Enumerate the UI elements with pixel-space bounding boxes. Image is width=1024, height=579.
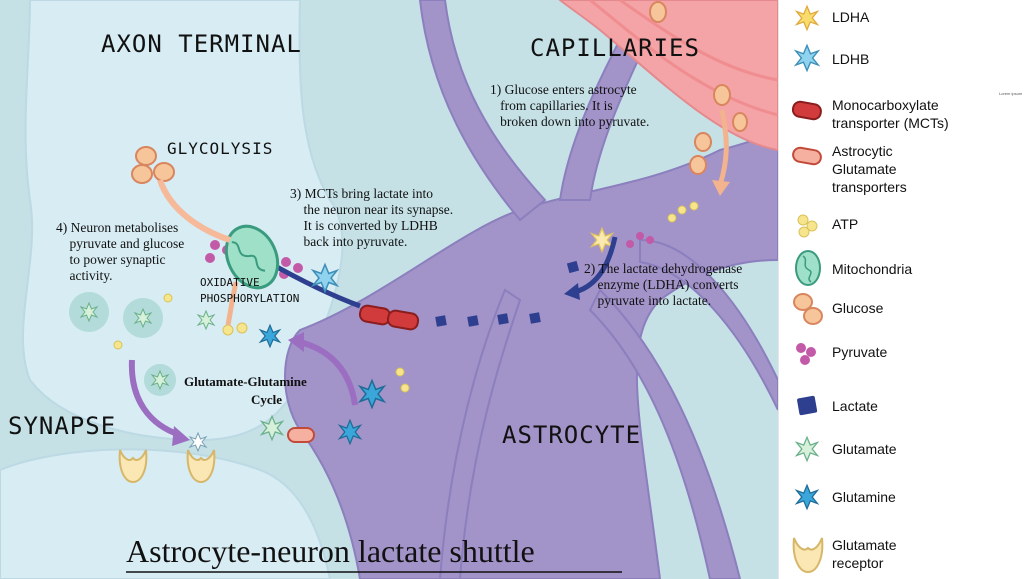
neuron-glucose — [131, 146, 175, 184]
pyruvate-icon — [796, 343, 816, 365]
atp-dots — [113, 201, 699, 393]
step-3-note: 3) MCTs bring lactate into the neuron ne… — [290, 186, 454, 249]
pyruvate-dots — [205, 232, 654, 279]
lactate-icon — [797, 395, 818, 416]
legend-label-ldhb: LDHB — [832, 51, 870, 67]
cycle-arrowhead — [288, 332, 304, 352]
glutamate-receptors — [118, 449, 216, 484]
glucose-entry-arrow — [717, 109, 729, 186]
mct-icon — [791, 100, 822, 121]
oxidative-label-line2: PHOSPHORYLATION — [200, 292, 300, 305]
legend-label-glutamate: Glutamate — [832, 441, 897, 457]
mct-transporters — [358, 304, 420, 331]
glutamate-transporter-icon — [792, 146, 822, 166]
postsynaptic-neuron-shape — [0, 448, 332, 579]
astrocyte-label: ASTROCYTE — [502, 421, 642, 449]
legend-label-glucose: Glucose — [832, 300, 884, 316]
ldha-conversion-arrow — [574, 236, 618, 295]
step-1-note: 1) Glucose enters astrocyte from capilla… — [490, 82, 650, 129]
glutamate-transporter — [287, 427, 315, 443]
mitochondria-icon — [795, 250, 821, 286]
glutamine-icon — [795, 484, 819, 510]
legend-label-mitochondria: Mitochondria — [832, 261, 913, 277]
oxidative-label-line1: OXIDATIVE — [200, 276, 260, 289]
glycolysis-arrow — [157, 178, 231, 243]
legend-icons — [791, 5, 824, 574]
glucose-entry-arrowhead — [712, 180, 730, 196]
lactate-trail — [435, 312, 541, 327]
diagram-title: Astrocyte-neuron lactate shuttle — [126, 533, 535, 569]
cycle-label-line2: Cycle — [251, 392, 283, 407]
astrocyte-shape — [284, 0, 779, 579]
legend-label-lactate: Lactate — [832, 398, 878, 414]
release-arrow — [128, 359, 182, 438]
step-4-note: 4) Neuron metabolises pyruvate and gluco… — [56, 220, 185, 283]
tiny-caption: Lorem ipsum — [999, 91, 1023, 96]
legend-label-atp: ATP — [832, 216, 859, 232]
legend-panel — [778, 0, 1024, 579]
ldha-icon — [795, 5, 819, 31]
ldhb-icon — [795, 44, 819, 72]
glutamate-icon — [795, 436, 819, 462]
legend-label-pyruvate: Pyruvate — [832, 344, 888, 360]
legend-label-mct: Monocarboxylate transporter (MCTs) — [832, 97, 949, 131]
step-2-note: 2) The lactate dehydrogenase enzyme (LDH… — [584, 261, 743, 308]
atp-icon — [797, 214, 818, 238]
glycolysis-label: GLYCOLYSIS — [167, 139, 274, 158]
cycle-label-line1: Glutamate-Glutamine — [184, 374, 307, 389]
synapse-label: SYNAPSE — [8, 412, 117, 440]
axon-terminal-label: AXON TERMINAL — [101, 30, 302, 58]
legend-label-glutamine: Glutamine — [832, 489, 896, 505]
legend-label-glutamate-transporter: Astrocytic Glutamate transporters — [832, 143, 907, 195]
glutamate-receptor-icon — [792, 537, 824, 574]
cycle-arrow — [299, 339, 358, 406]
legend-label-glutamate-receptor: Glutamate receptor — [832, 537, 897, 571]
ldha-conversion-arrowhead — [564, 283, 580, 300]
synaptic-vesicles — [69, 292, 215, 396]
glucose-icon — [793, 293, 823, 325]
lactate-square — [566, 260, 580, 274]
capillaries-label: CAPILLARIES — [530, 34, 700, 62]
oxidative-arrow — [225, 281, 239, 326]
legend-label-ldha: LDHA — [832, 9, 870, 25]
release-arrowhead — [172, 426, 190, 446]
mitochondrion — [224, 224, 280, 290]
